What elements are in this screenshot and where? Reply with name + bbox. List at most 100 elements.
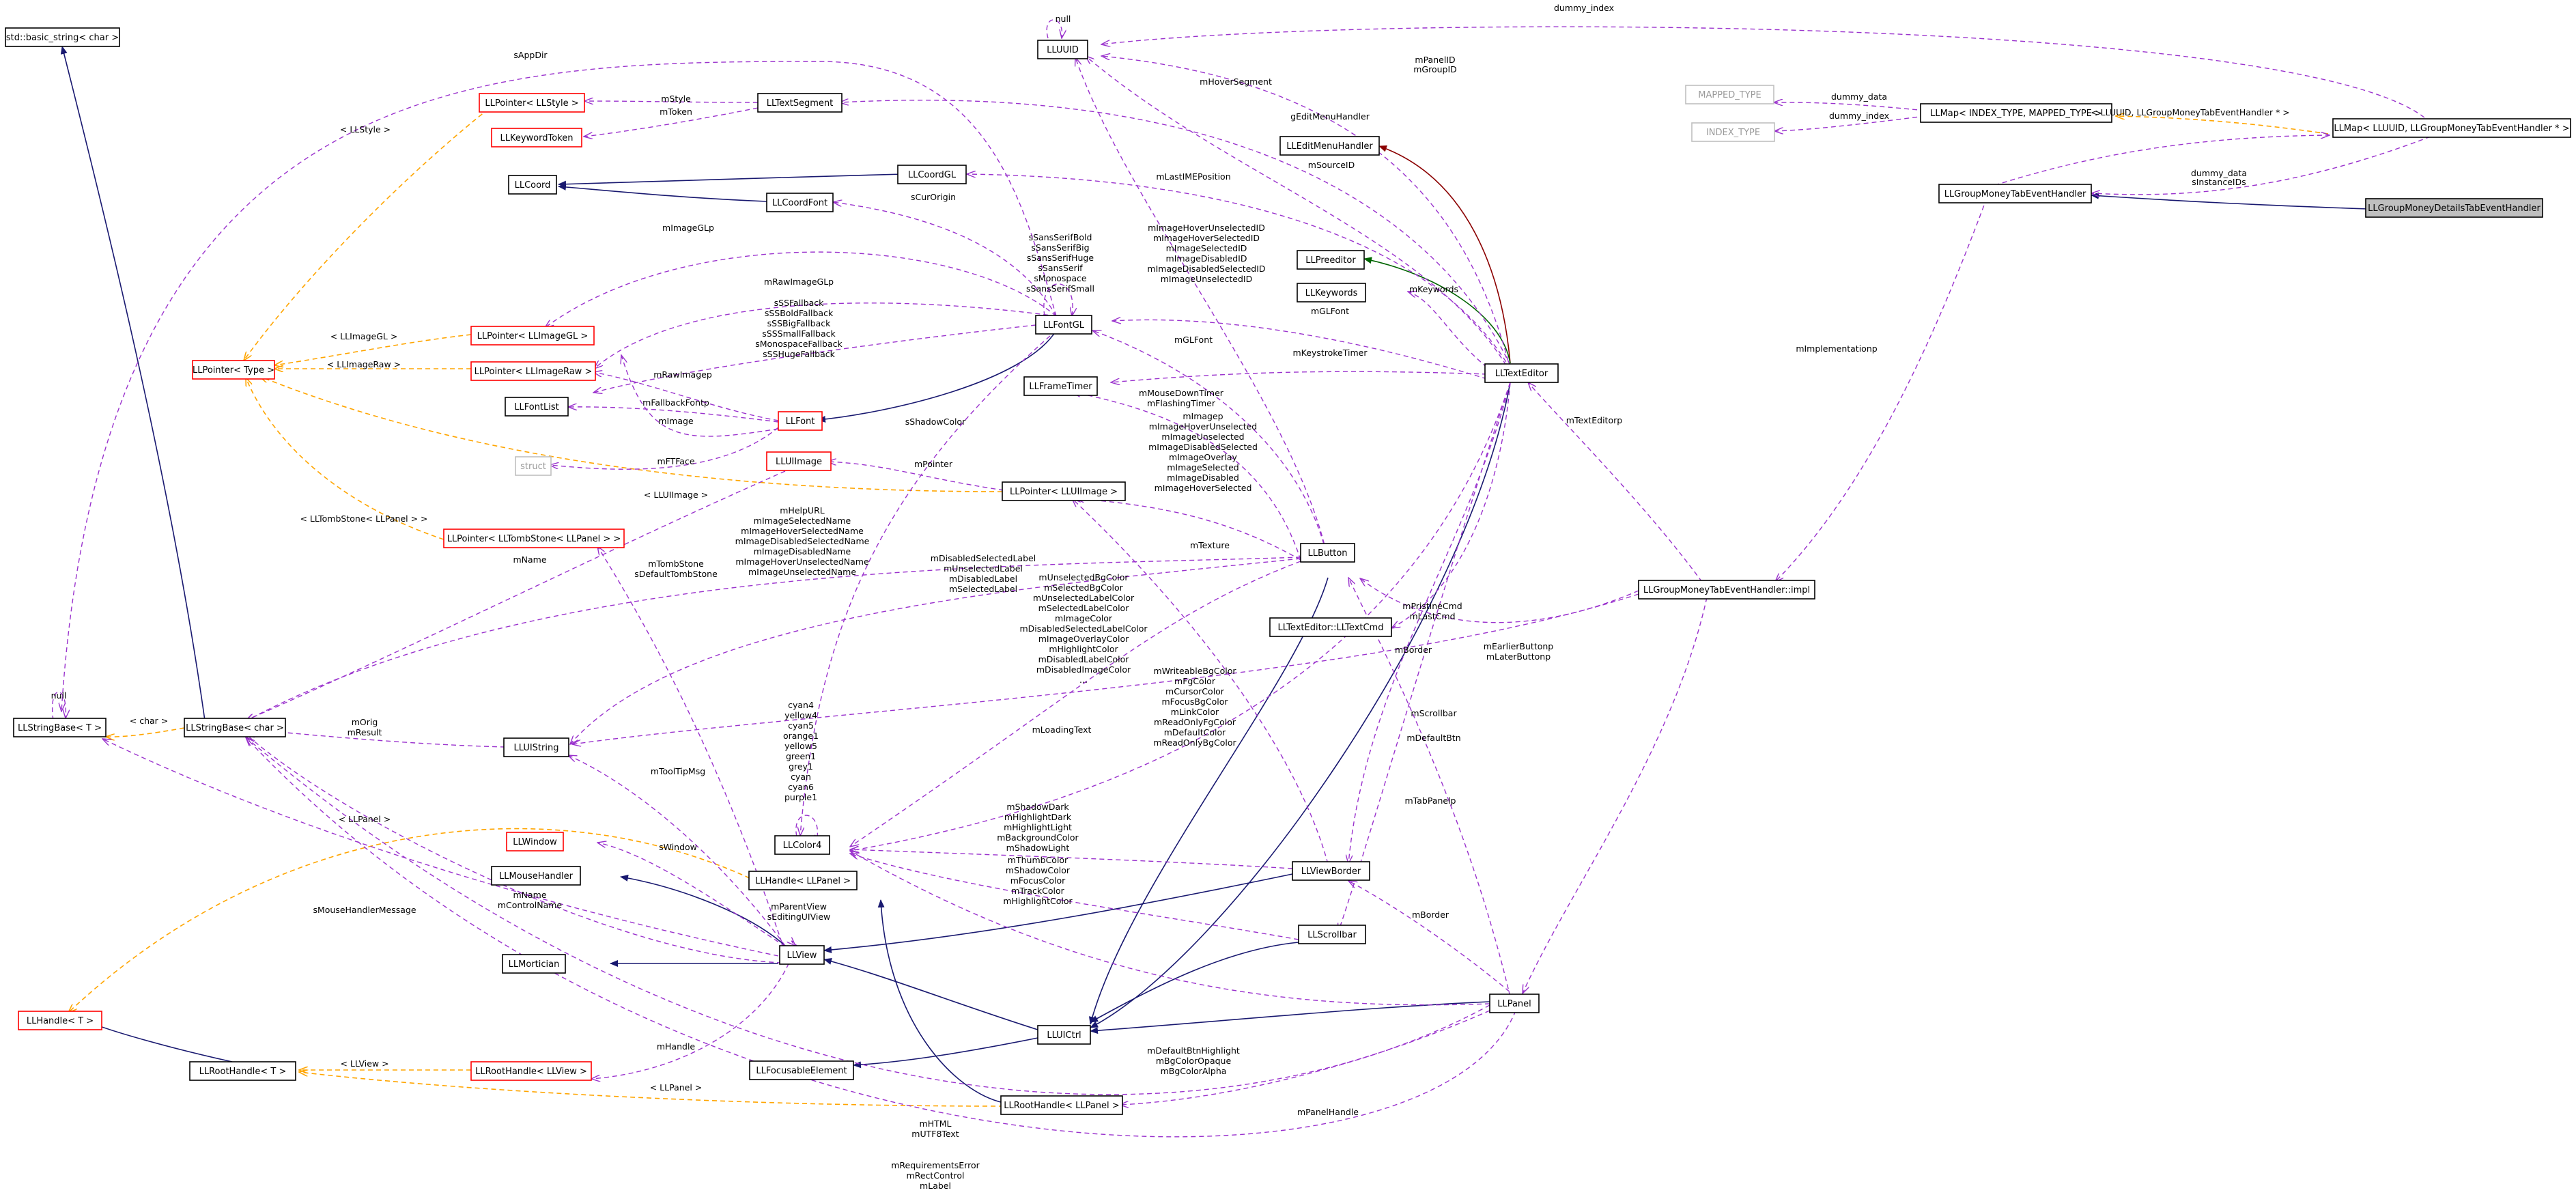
edge-label-lltombstone: < LLTombStone< LLPanel > > [300, 513, 427, 524]
node-llpointer-lluiimage[interactable]: LLPointer< LLUIImage > [1002, 481, 1126, 501]
edge-label-line: cyan4 [788, 700, 814, 710]
edge-tombstone-to-pointer-type [246, 378, 444, 540]
node-llroothandle-llpanel[interactable]: LLRootHandle< LLPanel > [1000, 1095, 1123, 1115]
node-lleditmenuhandler[interactable]: LLEditMenuHandler [1279, 136, 1380, 156]
node-label: struct [520, 462, 546, 472]
node-llpointer-type[interactable]: LLPointer< Type > [192, 360, 275, 380]
edge-panel-to-handle-t [68, 828, 750, 1013]
node-llkeywordtoken[interactable]: LLKeywordToken [491, 128, 582, 147]
edge-label-line: sSansSerifSmall [1026, 283, 1094, 294]
edge-label-line: mImageHoverSelected [1155, 483, 1252, 493]
edge-imagegl-to-pointer-type [274, 334, 472, 365]
node-llframetimer[interactable]: LLFrameTimer [1023, 376, 1098, 396]
edge-null-uuid-self [1046, 19, 1062, 38]
node-lluictrl[interactable]: LLUICtrl [1037, 1025, 1091, 1045]
node-std-basic-string[interactable]: std::basic_string< char > [5, 27, 120, 47]
node-lluiimage[interactable]: LLUIImage [766, 451, 832, 471]
edge-label-line: sSansSerif [1038, 263, 1083, 273]
node-box [502, 954, 566, 974]
node-llpanel[interactable]: LLPanel [1489, 994, 1540, 1013]
edge-viewborder-to-view [823, 873, 1293, 953]
edge-label-line: < LLImageRaw > [327, 359, 401, 369]
edge-label-dummy-index-top: dummy_index [1554, 3, 1614, 13]
node-llroothandle-llview[interactable]: LLRootHandle< LLView > [470, 1061, 592, 1081]
node-llbutton[interactable]: LLButton [1300, 543, 1355, 563]
node-llmap-index-mapped[interactable]: LLMap< INDEX_TYPE, MAPPED_TYPE > [1920, 103, 2112, 123]
node-llstringbase-char[interactable]: LLStringBase< char > [184, 718, 286, 737]
node-llfocusableelement[interactable]: LLFocusableElement [749, 1060, 854, 1080]
node-llfontlist[interactable]: LLFontList [505, 397, 569, 417]
node-lltexteditor-lltextcmd[interactable]: LLTextEditor::LLTextCmd [1269, 617, 1392, 637]
node-llpreeditor[interactable]: LLPreeditor [1297, 250, 1365, 270]
node-llroothandle-t[interactable]: LLRootHandle< T > [189, 1061, 296, 1081]
edge-label-line: sMonospaceFallback [755, 339, 843, 349]
node-llkeywords[interactable]: LLKeywords [1297, 283, 1366, 302]
node-llgroupmoneytabeventhandler[interactable]: LLGroupMoneyTabEventHandler [1938, 184, 2092, 203]
edge-label-line: mDefaultBtnHighlight [1147, 1045, 1240, 1056]
edge-label-line: mLoadingText [1032, 724, 1092, 735]
edge-label-line: mKeystrokeTimer [1293, 348, 1368, 358]
node-label: LLPointer< LLStyle > [485, 98, 578, 109]
edge-label-line: green1 [786, 751, 816, 761]
edge-label-line: mResult [348, 727, 382, 737]
edge-label-line: mImageGLp [662, 223, 714, 233]
node-llpointer-lltombstone[interactable]: LLPointer< LLTombStone< LLPanel > > [443, 529, 625, 548]
edge-label-line: mDefaultColor [1164, 727, 1226, 737]
edge-label-line: mMouseDownTimer [1139, 388, 1224, 398]
edge-coordfont-to-coord [558, 183, 767, 202]
node-lluuid[interactable]: LLUUID [1037, 40, 1088, 59]
edge-label-line: mBgColorAlpha [1161, 1066, 1227, 1076]
node-box [192, 360, 275, 380]
node-index-type[interactable]: INDEX_TYPE [1691, 122, 1775, 142]
edge-roothandle-to-handle [85, 1020, 233, 1062]
node-llcoordfont[interactable]: LLCoordFont [766, 193, 834, 212]
node-mapped-type[interactable]: MAPPED_TYPE [1685, 85, 1774, 104]
edge-label-line: null [1056, 14, 1071, 24]
edge-label-line: mLabel [920, 1181, 951, 1191]
edge-label-line: sInstanceIDs [2192, 177, 2246, 187]
node-llgroupmoneytabeventhandler-impl[interactable]: LLGroupMoneyTabEventHandler::impl [1638, 580, 1815, 600]
edge-label-line: sSansSerifBold [1029, 232, 1092, 242]
edge-label-mtabpanelp: mTabPanelp [1405, 795, 1456, 806]
edge-label-line: mLastCmd [1409, 611, 1455, 621]
node-llgroupmoneydetailstabeventhandler[interactable]: LLGroupMoneyDetailsTabEventHandler [2365, 198, 2543, 218]
node-llcoord[interactable]: LLCoord [508, 175, 557, 195]
node-llview[interactable]: LLView [779, 945, 825, 965]
node-label: LLMouseHandler [499, 871, 574, 882]
node-label: LLTextEditor [1495, 369, 1548, 379]
node-llwindow[interactable]: LLWindow [506, 832, 564, 851]
node-lltexteditor[interactable]: LLTextEditor [1484, 363, 1559, 383]
edge-imageps [1075, 498, 1301, 561]
node-llstringbase-t[interactable]: LLStringBase< T > [13, 718, 107, 737]
node-struct[interactable]: struct [515, 456, 552, 476]
node-lltextsegment[interactable]: LLTextSegment [757, 93, 843, 113]
node-label: LLUUID [1047, 45, 1079, 55]
node-llmap-lluuid-handler[interactable]: LLMap< LLUUID, LLGroupMoneyTabEventHandl… [2332, 118, 2571, 138]
node-llviewborder[interactable]: LLViewBorder [1292, 861, 1370, 881]
node-llcolor4[interactable]: LLColor4 [774, 835, 830, 855]
node-llhandle-t[interactable]: LLHandle< T > [18, 1011, 102, 1030]
edge-label-mimageglp: mImageGLp [662, 223, 714, 233]
edge-lastimeposition [967, 174, 1511, 369]
node-llcoordgl[interactable]: LLCoordGL [897, 165, 967, 184]
node-label: LLGroupMoneyTabEventHandler [1944, 189, 2086, 199]
node-lluistring[interactable]: LLUIString [503, 737, 569, 757]
node-llmortician[interactable]: LLMortician [502, 954, 566, 974]
node-label: LLPointer< LLImageGL > [477, 331, 589, 341]
edge-mousehandlermessage [246, 734, 782, 963]
node-llscrollbar[interactable]: LLScrollbar [1298, 925, 1366, 944]
node-label: LLTextEditor::LLTextCmd [1278, 623, 1384, 633]
node-llpointer-llimagegl[interactable]: LLPointer< LLImageGL > [470, 326, 595, 346]
node-box [491, 128, 582, 147]
node-llfontgl[interactable]: LLFontGL [1035, 315, 1092, 335]
node-llpointer-llimageraw[interactable]: LLPointer< LLImageRaw > [470, 361, 596, 381]
node-llpointer-llstyle[interactable]: LLPointer< LLStyle > [479, 93, 585, 113]
edge-parentview [792, 941, 806, 963]
edge-button-to-uictrl [1088, 577, 1329, 1025]
edge-label-line: mImagep [1183, 411, 1223, 421]
node-llmousehandler[interactable]: LLMouseHandler [491, 866, 581, 886]
node-llhandle-llpanel[interactable]: LLHandle< LLPanel > [748, 871, 858, 890]
node-llfont[interactable]: LLFont [778, 411, 823, 431]
